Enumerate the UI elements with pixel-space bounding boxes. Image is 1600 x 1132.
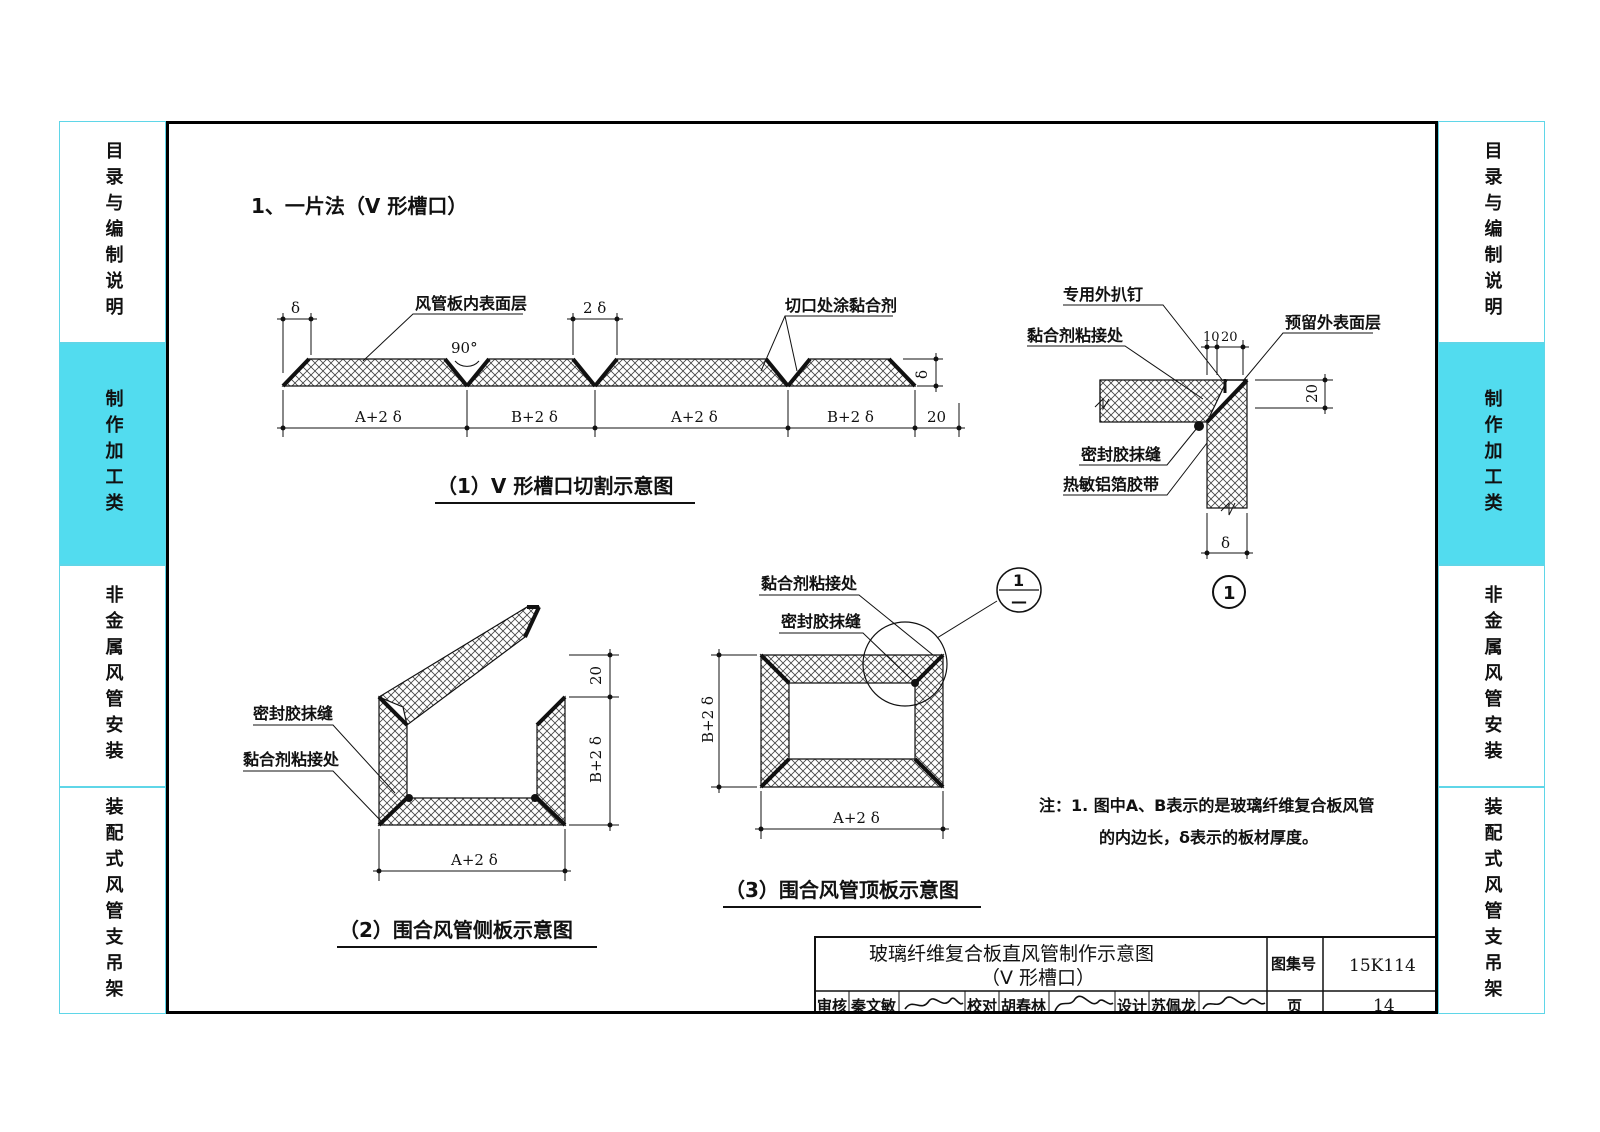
fig1-dim-seg5: 20 [927,408,946,426]
detail1-label-nail: 专用外扒钉 [1063,285,1143,304]
detail1-label-glue-joint: 黏合剂粘接处 [1027,326,1124,345]
note-line2: 的内边长，δ表示的板材厚度。 [1099,828,1318,847]
fig3-ref-bottom: — [1011,592,1027,611]
left-tab-contents[interactable]: 目录与编制说明 [59,121,166,343]
fig3-leaders [759,594,934,680]
left-tab-contents-label: 目录与编制说明 [102,141,124,323]
fig1-angle: 90° [451,339,478,357]
fig1-strip [281,357,917,388]
checker-signature [1054,995,1114,1012]
drawing-frame: 1、一片法（V 形槽口） 90° δ 2 δ [166,121,1442,1018]
detail1-dim-20-top: 20 [1221,330,1238,345]
fig2-panels [377,605,567,827]
fig1-leader-inner [362,313,523,362]
fig1-dim-seg1: A+2 δ [354,408,402,426]
fig3-label-sealant: 密封胶抹缝 [780,612,861,631]
title-block-atlas-no: 15K114 [1349,956,1416,976]
fig1-dim-delta-label: δ [291,299,300,317]
fig1-cut-edges [281,357,917,388]
fig1-dim-seg4: B+2 δ [827,408,874,426]
drawing-canvas: 1、一片法（V 形槽口） 90° δ 2 δ [243,194,1442,1018]
detail1-marker: 1 [1223,583,1236,604]
detail1-corner [1094,378,1249,516]
title-block-atlas-label: 图集号 [1271,955,1316,973]
fig3-ref-leader [936,600,998,639]
right-tab-nonmetal-label: 非金属风管安装 [1481,585,1503,767]
right-tab-contents[interactable]: 目录与编制说明 [1438,121,1545,343]
fig1-dim-seg3: A+2 δ [670,408,718,426]
title-block-designer: 苏佩龙 [1151,997,1196,1011]
fig3-ref-top: 1 [1013,571,1024,590]
detail1-dims [1201,340,1333,559]
detail1-label-outer-surface: 预留外表面层 [1285,313,1381,332]
fig1-dim-2delta [567,313,623,355]
right-tab-contents-label: 目录与编制说明 [1481,141,1503,323]
fig2-dim-b: B+2 δ [587,736,605,783]
fig3-detail-circle [862,621,948,707]
fig2-caption: （2）围合风管侧板示意图 [339,918,573,942]
fig1-dim-thickness-label: δ [913,370,931,379]
fig2-dim-20: 20 [587,666,605,685]
fig1-caption: （1）V 形槽口切割示意图 [437,474,673,498]
left-tab-hangers-label: 装配式风管支吊架 [102,796,124,1005]
title-block-page-label: 页 [1287,997,1302,1011]
detail1-dim-10: 10 [1203,330,1220,345]
section-title: 1、一片法（V 形槽口） [251,194,467,218]
fig3-ref-circle [996,567,1042,613]
fig3-dim-a: A+2 δ [832,809,880,827]
title-block-reviewer: 秦文敏 [850,997,897,1011]
fig3-duct [759,653,945,789]
title-block-check-label: 校对 [967,997,997,1011]
fig1-label-inner-surface: 风管板内表面层 [415,294,527,313]
fig1-dim-thickness [903,353,943,392]
title-block-checker: 胡春林 [1001,997,1047,1011]
designer-signature [1202,996,1266,1010]
reviewer-signature [904,997,964,1010]
title-block-title-line1: 玻璃纤维复合板直风管制作示意图 [869,943,1154,965]
left-tab-fabrication[interactable]: 制作加工类 [59,343,166,565]
fig1-label-cut-glue: 切口处涂黏合剂 [785,296,897,315]
title-block-design-label: 设计 [1117,997,1147,1011]
fig2-leaders [243,724,396,822]
fig3-dims [711,649,949,839]
detail1-marker-circle [1212,575,1246,609]
right-tab-hangers-label: 装配式风管支吊架 [1481,796,1503,1005]
left-tab-hangers[interactable]: 装配式风管支吊架 [59,787,166,1014]
fig2-label-glue-joint: 黏合剂粘接处 [243,750,340,769]
fig3-caption: （3）围合风管顶板示意图 [725,878,959,902]
fig1-dim-2delta-label: 2 δ [583,299,606,317]
left-tab-nonmetal[interactable]: 非金属风管安装 [59,565,166,787]
title-block-review-label: 审核 [817,997,847,1011]
note-line1: 注：1. 图中A、B表示的是玻璃纤维复合板风管 [1039,796,1374,815]
fig2-label-sealant: 密封胶抹缝 [252,704,333,723]
right-tab-nonmetal[interactable]: 非金属风管安装 [1438,565,1545,787]
fig1-dim-delta [277,313,317,373]
right-tab-fabrication-label: 制作加工类 [1481,389,1503,519]
title-block-title-line2: （V 形槽口） [981,967,1095,989]
fig3-label-glue-joint: 黏合剂粘接处 [761,574,858,593]
left-tab-nonmetal-label: 非金属风管安装 [102,585,124,767]
fig1-dim-segments [277,390,965,437]
left-tab-fabrication-label: 制作加工类 [102,389,124,519]
right-tab-hangers[interactable]: 装配式风管支吊架 [1438,787,1545,1014]
detail1-leaders [1027,304,1373,496]
fig2-dims [373,649,619,881]
fig1-dim-seg2: B+2 δ [511,408,558,426]
fig2-dim-a: A+2 δ [450,851,498,869]
detail1-label-sealant: 密封胶抹缝 [1080,445,1161,464]
fig1-leader-glue [760,315,893,372]
detail1-dim-delta: δ [1221,534,1230,552]
detail1-label-foil-tape: 热敏铝箔胶带 [1063,475,1159,494]
right-tab-fabrication[interactable]: 制作加工类 [1438,343,1545,565]
title-block-page-no: 14 [1373,996,1395,1011]
fig3-dim-b: B+2 δ [699,696,717,743]
detail1-dim-20-side: 20 [1303,384,1321,403]
